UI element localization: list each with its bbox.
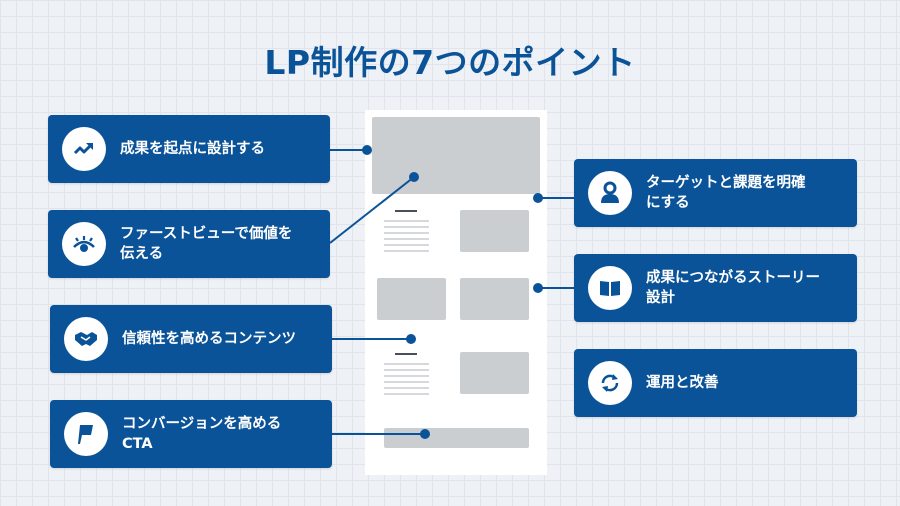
flag-icon xyxy=(64,412,108,456)
point-card-outcome-design: 成果を起点に設計する xyxy=(48,115,330,183)
image-block xyxy=(460,278,529,320)
text-line xyxy=(384,375,429,377)
text-line xyxy=(384,220,429,222)
point-card-target: ターゲットと課題を明確 にする xyxy=(574,159,857,227)
section-heading-line xyxy=(395,353,417,355)
text-line xyxy=(384,238,429,240)
text-line xyxy=(384,393,429,395)
connector-dot xyxy=(533,193,543,203)
point-label: 信頼性を高めるコンテンツ xyxy=(122,331,296,347)
point-card-cta: コンバージョンを高める CTA xyxy=(50,400,332,468)
hero-block xyxy=(372,117,540,194)
point-card-operation: 運用と改善 xyxy=(574,349,857,417)
text-line xyxy=(384,226,429,228)
page-title: LP制作の7つのポイント xyxy=(264,43,636,82)
connector-dot xyxy=(362,145,372,155)
image-block xyxy=(377,278,446,320)
book-icon xyxy=(588,266,632,310)
connector-dot xyxy=(406,334,416,344)
point-label: コンバージョンを高める CTA xyxy=(122,416,282,452)
text-line xyxy=(384,250,429,252)
connector-2 xyxy=(329,176,415,244)
section-heading-line xyxy=(395,210,417,212)
point-label: ターゲットと課題を明確 にする xyxy=(646,175,806,211)
point-card-story: 成果につながるストーリー 設計 xyxy=(574,254,857,322)
point-label: ファーストビューで価値を 伝える xyxy=(120,226,293,262)
image-block xyxy=(460,352,529,394)
connector-dot xyxy=(420,429,430,439)
point-label: 運用と改善 xyxy=(646,375,719,391)
point-label: 成果につながるストーリー 設計 xyxy=(646,270,820,306)
lp-wireframe xyxy=(365,110,547,475)
text-line xyxy=(384,244,429,246)
text-line xyxy=(384,387,429,389)
connector-dot xyxy=(533,283,543,293)
image-block xyxy=(460,210,529,252)
refresh-icon xyxy=(588,361,632,405)
eye-icon xyxy=(62,222,106,266)
text-line xyxy=(384,369,429,371)
user-icon xyxy=(588,171,632,215)
text-line xyxy=(384,363,429,365)
text-line xyxy=(384,232,429,234)
text-line xyxy=(384,381,429,383)
handshake-icon xyxy=(64,317,108,361)
point-card-first-view: ファーストビューで価値を 伝える xyxy=(48,210,330,278)
point-card-trust-content: 信頼性を高めるコンテンツ xyxy=(50,305,332,373)
trend-up-icon xyxy=(62,127,106,171)
connector-dot xyxy=(409,172,419,182)
point-label: 成果を起点に設計する xyxy=(120,141,265,157)
